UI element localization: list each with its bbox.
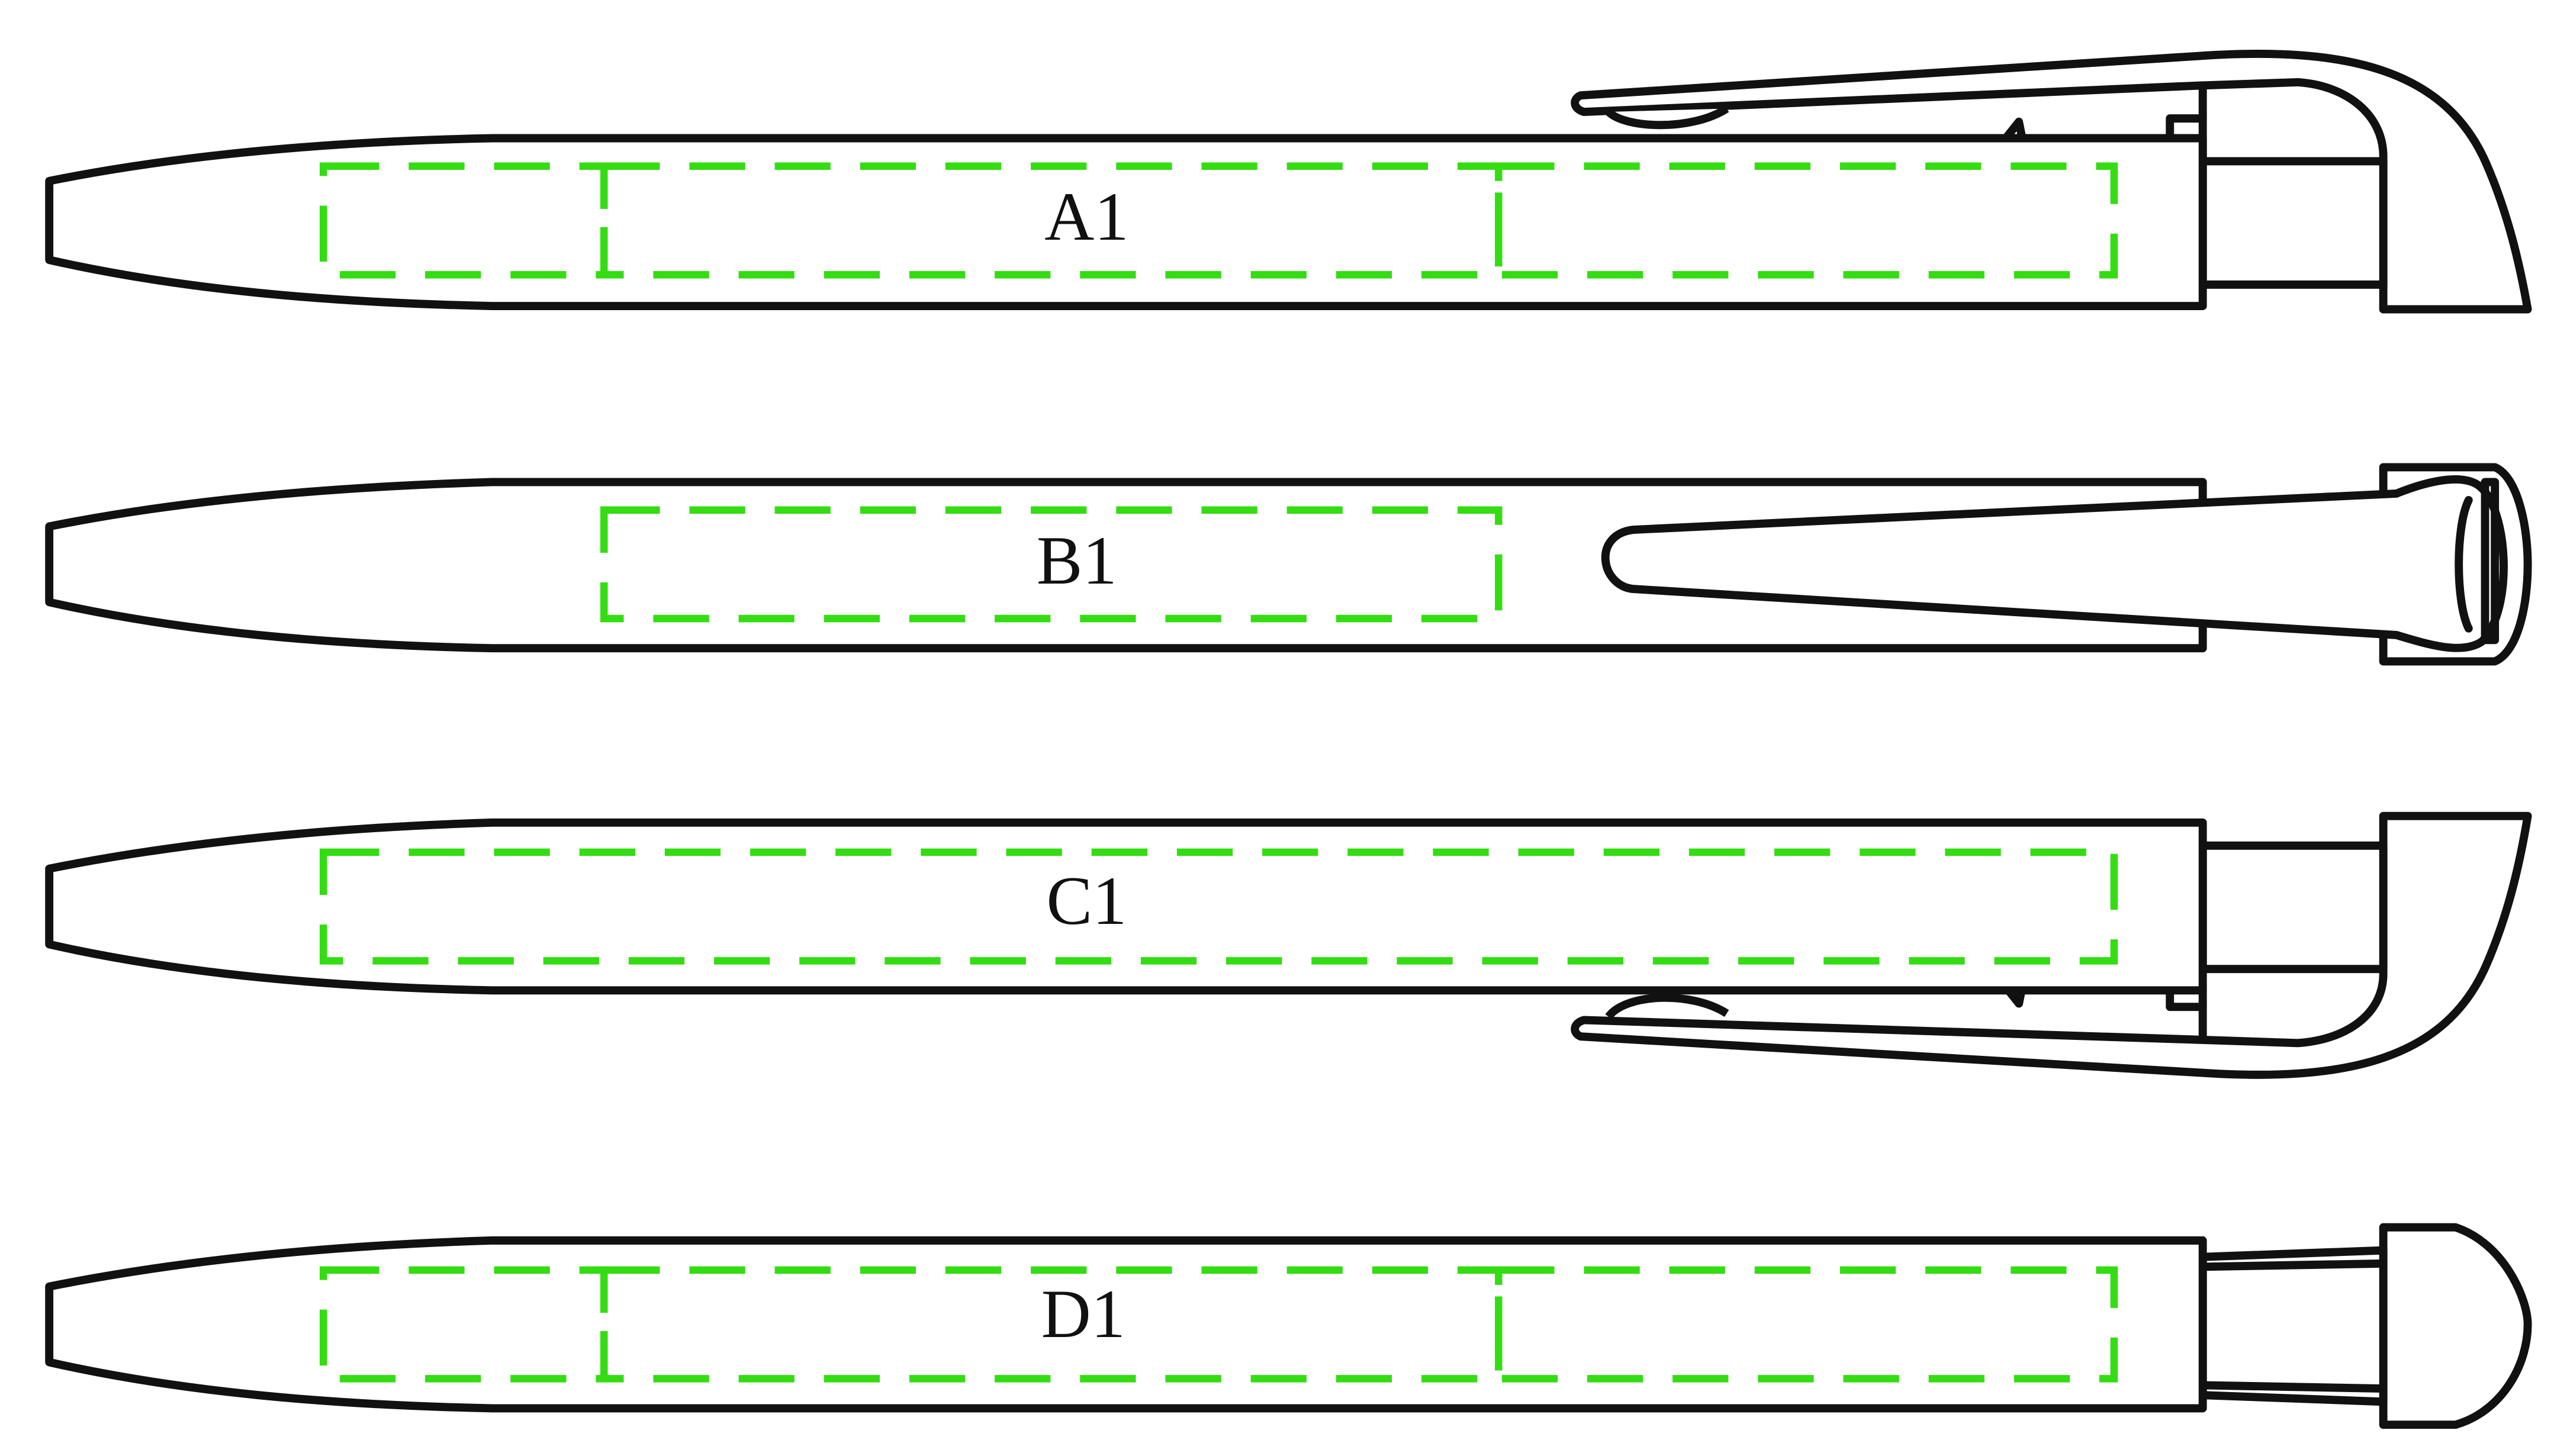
pen-barrel [45,134,2207,310]
pen-view-a1: A1 [45,50,2532,314]
pen-view-d1: D1 [45,1223,2532,1429]
clip-grip-slot [2481,478,2500,645]
clip-nub [1606,105,1729,130]
print-area-label-a1: A1 [1044,179,1128,255]
print-area-d1-right [1495,1266,2118,1383]
clip-grip [2455,496,2473,633]
pen-barrel [45,1236,2207,1413]
print-area-b1 [600,506,1503,623]
pen-barrel [45,818,2207,995]
print-area-c1 [319,848,2118,965]
print-area-label-d1: D1 [1041,1276,1125,1352]
push-button [2379,1223,2532,1429]
push-button [2198,157,2388,289]
pen-clip [1571,811,2532,1079]
print-area-d1-left [319,1266,608,1383]
pen-neck [2198,1246,2388,1406]
pen-view-c1: C1 [45,811,2532,1079]
print-area-label-c1: C1 [1046,863,1127,939]
neck-line [2198,1381,2388,1393]
print-area-a1-right [1495,162,2118,279]
print-area-label-b1: B1 [1037,523,1117,599]
clip-detail [2002,117,2027,143]
pen-clip [1571,50,2532,314]
neck-line [2198,1259,2388,1271]
body-connector [2166,114,2207,143]
pen-view-b1: B1 [45,463,2532,666]
clip-nub [1605,993,1729,1020]
pen-barrel [45,478,2207,653]
push-button [2198,841,2388,974]
print-area-a1-left [319,162,608,279]
